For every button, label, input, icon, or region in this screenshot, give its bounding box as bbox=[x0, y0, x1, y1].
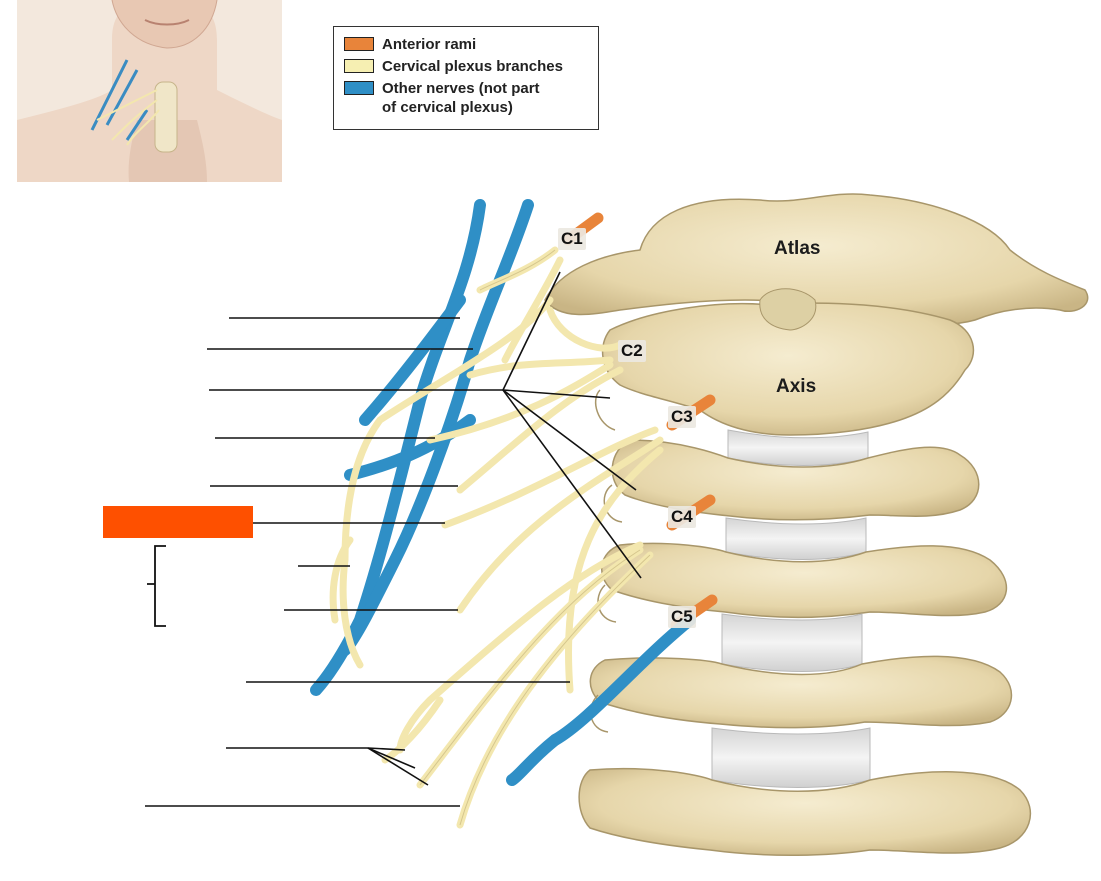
label-axis: Axis bbox=[776, 376, 817, 397]
swatch-cervical-plexus bbox=[344, 59, 374, 73]
label-atlas: Atlas bbox=[774, 238, 821, 259]
disc-c3-c4 bbox=[725, 517, 867, 560]
c5-vertebra bbox=[589, 655, 1013, 729]
blue-nerve-4 bbox=[344, 414, 476, 481]
swatch-other-nerves bbox=[344, 81, 374, 95]
legend-item-other-nerves: Other nerves (not part of cervical plexu… bbox=[344, 79, 540, 117]
swatch-anterior-rami bbox=[344, 37, 374, 51]
leader-10a bbox=[367, 747, 406, 751]
label-c3: C3 bbox=[668, 406, 696, 428]
legend-item-anterior-rami: Anterior rami bbox=[344, 35, 476, 54]
legend-label: Cervical plexus branches bbox=[382, 58, 563, 75]
ansa-bracket bbox=[147, 545, 166, 627]
redacted-label-box bbox=[103, 506, 253, 538]
leader-3c bbox=[502, 389, 637, 491]
leader-3a bbox=[502, 271, 561, 391]
legend: Anterior rami Cervical plexus branches O… bbox=[333, 26, 599, 130]
leader-10b bbox=[367, 747, 416, 769]
vertebral-column bbox=[544, 193, 1089, 857]
disc-c5-c6 bbox=[711, 727, 871, 788]
c6-vertebra bbox=[578, 767, 1031, 857]
disc-c4-c5 bbox=[721, 613, 863, 672]
leader-10c bbox=[367, 747, 429, 786]
c4-vertebra bbox=[601, 542, 1007, 619]
atlas-vertebra bbox=[544, 193, 1089, 325]
label-c4: C4 bbox=[668, 506, 696, 528]
blue-nerve-3 bbox=[359, 294, 466, 426]
blue-nerve-c5 bbox=[506, 614, 696, 786]
blue-nerve-1 bbox=[310, 199, 486, 696]
label-c5: C5 bbox=[668, 606, 696, 628]
leader-lines bbox=[145, 271, 642, 807]
inset-neck-illustration bbox=[17, 0, 282, 182]
legend-label: Other nerves (not part of cervical plexu… bbox=[382, 80, 540, 116]
legend-label: Anterior rami bbox=[382, 36, 477, 53]
leader-3b bbox=[502, 389, 611, 399]
label-c2: C2 bbox=[618, 340, 646, 362]
leader-3d bbox=[502, 389, 642, 579]
legend-item-cervical-plexus: Cervical plexus branches bbox=[344, 57, 563, 76]
label-c1: C1 bbox=[558, 228, 586, 250]
